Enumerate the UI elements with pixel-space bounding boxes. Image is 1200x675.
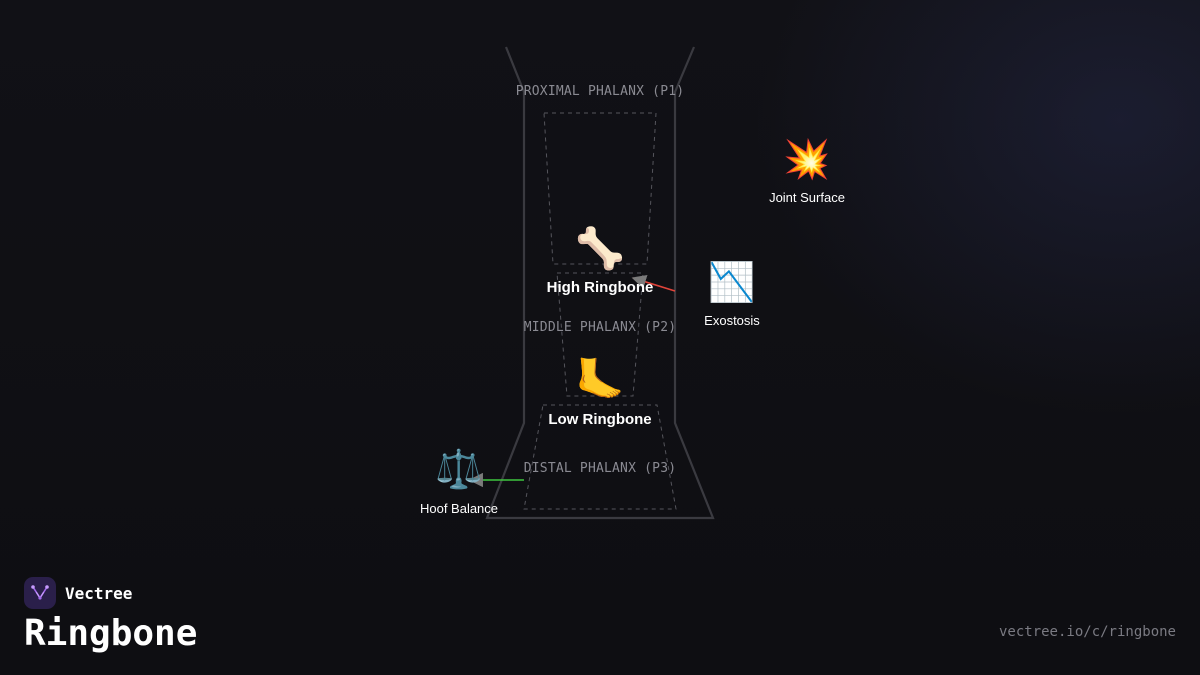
page-title: Ringbone bbox=[24, 613, 198, 654]
collision-icon: 💥 bbox=[783, 137, 830, 182]
proximal-phalanx-shape bbox=[543, 112, 657, 265]
foot-icon: 🦶 bbox=[575, 356, 625, 403]
leg-outline bbox=[485, 46, 715, 520]
brand[interactable]: Vectree bbox=[24, 577, 132, 609]
node-joint-surface[interactable]: 💥 Joint Surface bbox=[769, 137, 845, 205]
zone-label-p3: DISTAL PHALANX (P3) bbox=[524, 461, 677, 476]
node-high-ringbone[interactable]: 🦴 High Ringbone bbox=[547, 224, 654, 296]
brand-name: Vectree bbox=[65, 583, 133, 603]
low-ringbone-label: Low Ringbone bbox=[548, 411, 651, 428]
balance-scale-icon: ⚖️ bbox=[435, 447, 482, 491]
node-low-ringbone[interactable]: 🦶 Low Ringbone bbox=[548, 356, 651, 428]
hoof-balance-label: Hoof Balance bbox=[420, 501, 498, 516]
exostosis-connector bbox=[631, 274, 676, 292]
high-ringbone-label: High Ringbone bbox=[547, 279, 654, 296]
node-exostosis[interactable]: 📉 Exostosis bbox=[704, 260, 760, 328]
page-url[interactable]: vectree.io/c/ringbone bbox=[998, 624, 1176, 640]
exostosis-label: Exostosis bbox=[704, 313, 760, 328]
chart-decreasing-icon: 📉 bbox=[708, 260, 755, 304]
middle-phalanx-shape bbox=[556, 272, 644, 397]
zone-label-p2: MIDDLE PHALANX (P2) bbox=[524, 320, 677, 335]
vectree-logo-icon bbox=[24, 577, 56, 609]
bone-icon: 🦴 bbox=[575, 224, 625, 272]
distal-phalanx-shape bbox=[523, 404, 677, 510]
joint-surface-label: Joint Surface bbox=[769, 190, 845, 205]
zone-label-p1: PROXIMAL PHALANX (P1) bbox=[516, 84, 685, 99]
node-hoof-balance[interactable]: ⚖️ Hoof Balance bbox=[420, 447, 498, 516]
